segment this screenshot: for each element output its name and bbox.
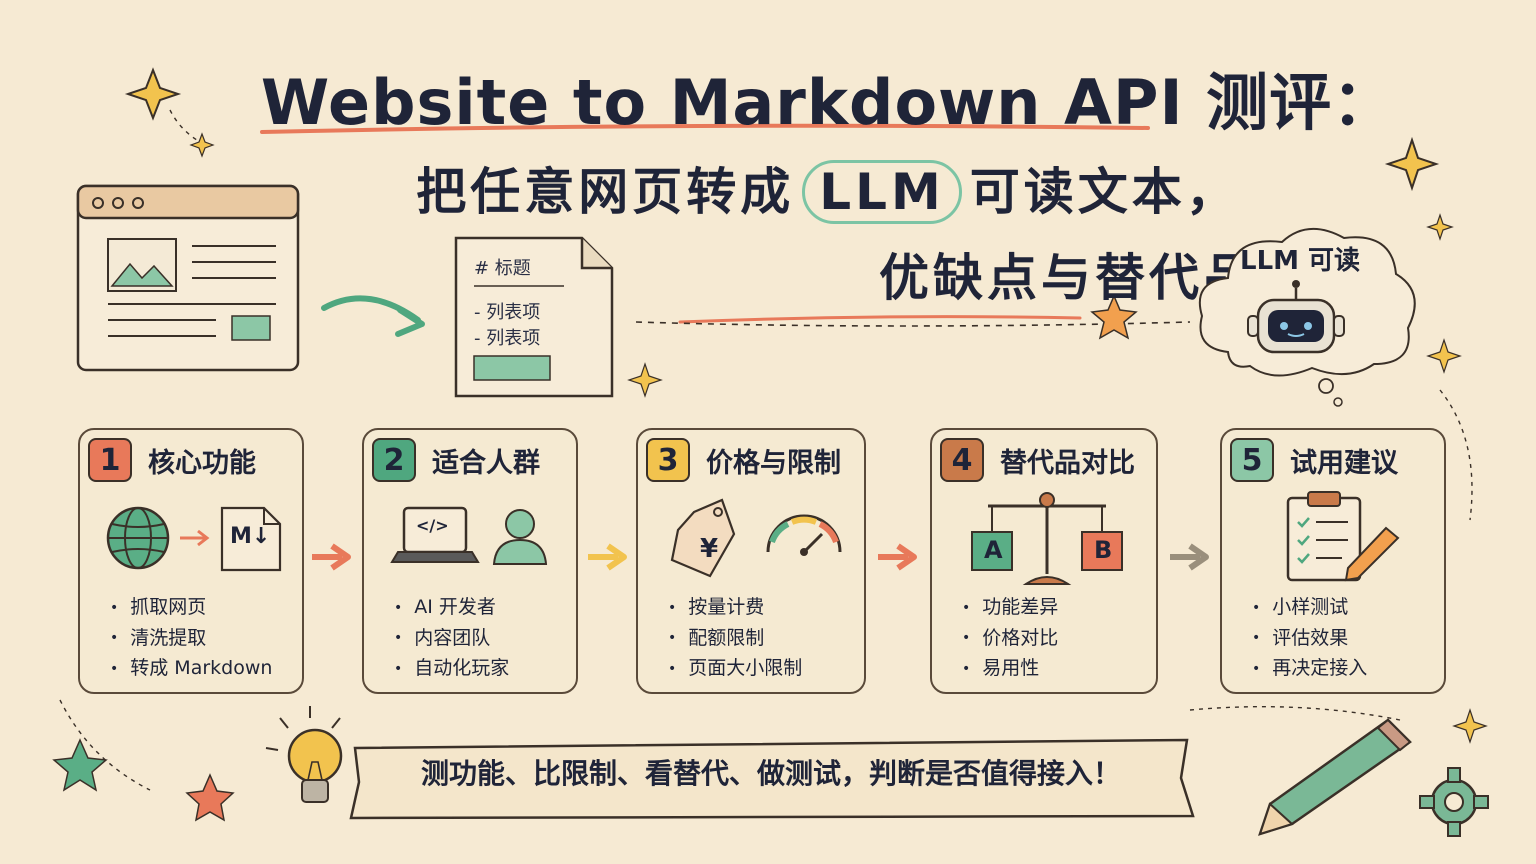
user-icon xyxy=(492,509,548,565)
option-a-label: A xyxy=(984,536,1003,564)
bullet-item: AI 开发者 xyxy=(394,592,509,623)
banner-ribbon xyxy=(349,738,1195,820)
robot-icon xyxy=(1247,280,1345,354)
llm-highlight: LLM xyxy=(802,160,962,224)
star-icon xyxy=(1384,136,1440,192)
bullet-item: 页面大小限制 xyxy=(668,653,802,684)
bullet-item: 小样测试 xyxy=(1252,592,1367,623)
scale-icon xyxy=(971,492,1123,585)
card-illustration xyxy=(390,506,548,565)
card-bullets: 功能差异 价格对比 易用性 xyxy=(962,592,1058,684)
code-symbol: </> xyxy=(416,516,449,535)
star-icon xyxy=(1090,294,1138,340)
doc-heading: # 标题 xyxy=(474,258,531,279)
card-bullets: AI 开发者 内容团队 自动化玩家 xyxy=(394,592,509,684)
price-tag-icon xyxy=(670,498,736,578)
card-number: 1 xyxy=(88,438,132,482)
card-bullets: 小样测试 评估效果 再决定接入 xyxy=(1252,592,1367,684)
bullet-item: 内容团队 xyxy=(394,623,509,654)
bullet-item: 配额限制 xyxy=(668,623,802,654)
title-prefix: 把任意网页转成 xyxy=(416,163,795,221)
arrow-right-icon xyxy=(180,529,210,547)
gauge-icon xyxy=(766,514,842,556)
card-target-users: 2 适合人群 </> AI 开发者 内容团队 自动化玩家 xyxy=(362,428,578,694)
bullet-item: 易用性 xyxy=(962,653,1058,684)
card-trial-advice: 5 试用建议 小样测试 评估效果 再决定接入 xyxy=(1220,428,1446,694)
star-icon xyxy=(185,773,235,822)
star-icon xyxy=(1426,213,1454,241)
doc-list-item: - 列表项 xyxy=(474,328,541,349)
card-title: 核心功能 xyxy=(148,447,256,479)
cloud-label: LLM 可读 xyxy=(1240,246,1361,276)
card-bullets: 按量计费 配额限制 页面大小限制 xyxy=(668,592,802,684)
star-icon xyxy=(627,362,663,398)
title-suffix: 可读文本， xyxy=(969,163,1240,221)
card-title: 适合人群 xyxy=(432,447,540,479)
globe-icon xyxy=(106,506,170,570)
star-icon xyxy=(1452,708,1488,744)
pencil-icon xyxy=(1258,718,1412,836)
pencil-icon xyxy=(1344,526,1400,582)
bullet-item: 抓取网页 xyxy=(110,592,272,623)
markdown-file-icon xyxy=(220,506,282,572)
banner-message: 测功能、比限制、看替代、做测试，判断是否值得接入！ xyxy=(420,757,1121,790)
card-title: 替代品对比 xyxy=(1000,447,1135,479)
card-bullets: 抓取网页 清洗提取 转成 Markdown xyxy=(110,592,272,684)
star-icon xyxy=(124,67,182,121)
card-number: 4 xyxy=(940,438,984,482)
arrow-right-icon xyxy=(312,543,351,571)
lightbulb-icon xyxy=(265,706,343,803)
arrow-right-icon xyxy=(588,543,627,571)
thought-cloud xyxy=(1198,227,1416,407)
bullet-item: 功能差异 xyxy=(962,592,1058,623)
bullet-item: 自动化玩家 xyxy=(394,653,509,684)
card-header: 5 试用建议 xyxy=(1230,438,1398,482)
bullet-item: 按量计费 xyxy=(668,592,802,623)
card-title: 价格与限制 xyxy=(706,447,841,479)
card-number: 5 xyxy=(1230,438,1274,482)
star-icon xyxy=(189,132,215,158)
card-header: 1 核心功能 xyxy=(88,438,256,482)
card-number: 3 xyxy=(646,438,690,482)
bullet-item: 转成 Markdown xyxy=(110,653,272,684)
bullet-item: 再决定接入 xyxy=(1252,653,1367,684)
card-illustration xyxy=(670,498,842,578)
browser-window-icon xyxy=(76,184,300,372)
laptop-icon xyxy=(390,506,480,563)
bullet-item: 价格对比 xyxy=(962,623,1058,654)
doc-list-item: - 列表项 xyxy=(474,302,541,323)
arrow-right-icon xyxy=(1170,543,1209,571)
clipboard-checklist-icon xyxy=(1286,491,1400,582)
card-number: 2 xyxy=(372,438,416,482)
bullet-item: 清洗提取 xyxy=(110,623,272,654)
card-title: 试用建议 xyxy=(1290,447,1398,479)
gear-icon xyxy=(1419,767,1489,837)
yuan-symbol: ¥ xyxy=(700,534,719,564)
card-header: 2 适合人群 xyxy=(372,438,540,482)
card-pricing-limits: 3 价格与限制 ¥ 按量计费 配额限制 页面大小限制 xyxy=(636,428,866,694)
markdown-label: M↓ xyxy=(230,524,271,549)
title-line-3: 优缺点与替代品 xyxy=(879,249,1257,307)
arrow-right-icon xyxy=(878,543,917,571)
card-header: 3 价格与限制 xyxy=(646,438,841,482)
title-line-1: Website to Markdown API 测评： xyxy=(260,66,1396,139)
bullet-item: 评估效果 xyxy=(1252,623,1367,654)
card-core-features: 1 核心功能 M↓ 抓取网页 清洗提取 转成 Markdown xyxy=(78,428,304,694)
arrow-right-icon xyxy=(321,295,425,337)
card-alternatives: 4 替代品对比 A B 功能差异 价格对比 易用性 xyxy=(930,428,1158,694)
star-icon xyxy=(52,738,108,792)
card-header: 4 替代品对比 xyxy=(940,438,1135,482)
option-b-label: B xyxy=(1094,536,1113,564)
markdown-document-icon xyxy=(454,236,614,398)
star-icon xyxy=(1426,338,1462,374)
card-illustration xyxy=(106,506,282,572)
